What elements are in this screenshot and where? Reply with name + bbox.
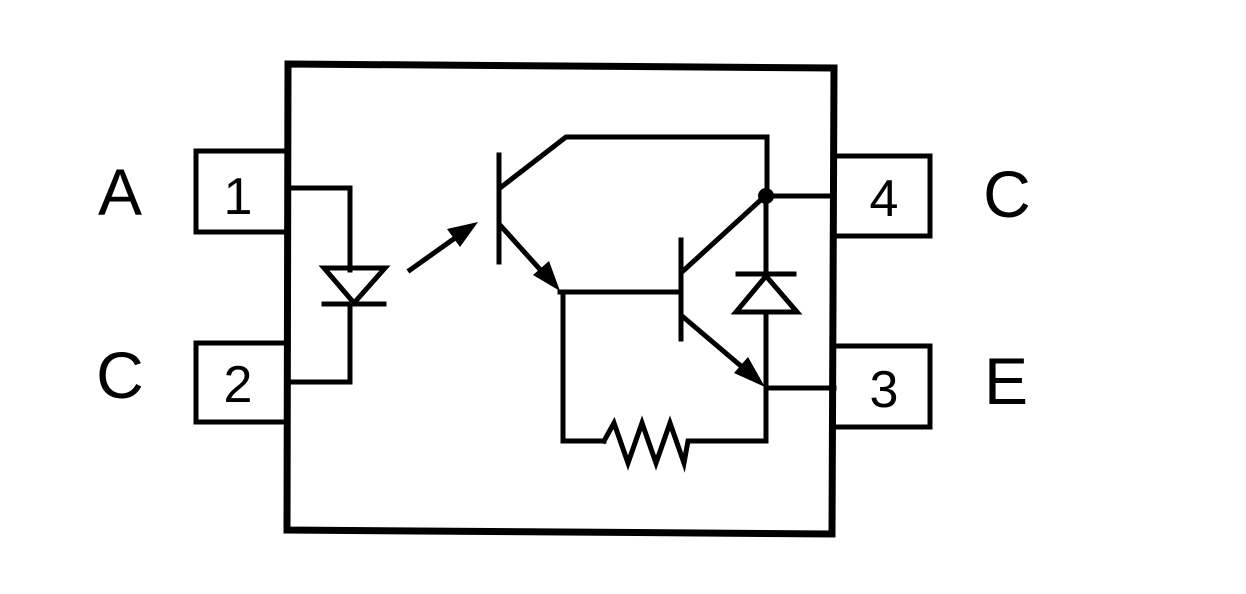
output-collector-wire bbox=[678, 192, 769, 276]
package-outline bbox=[283, 60, 838, 538]
led-diode-symbol bbox=[318, 265, 391, 307]
pin-2-box bbox=[193, 340, 288, 425]
protection-diode-symbol bbox=[730, 271, 803, 315]
emitter-label: E bbox=[984, 344, 1028, 418]
pin-1-number: 1 bbox=[224, 168, 253, 226]
pin-1-box bbox=[193, 148, 288, 235]
phototransistor-emitter bbox=[496, 221, 560, 291]
phototransistor-collector-wire bbox=[496, 134, 770, 199]
pin-3-number: 3 bbox=[870, 361, 899, 419]
anode-label: A bbox=[98, 155, 142, 229]
resistor-symbol bbox=[600, 415, 769, 473]
collector-label: C bbox=[983, 157, 1031, 231]
led-cathode-wire bbox=[287, 302, 353, 385]
light-emission-arrow bbox=[406, 222, 478, 274]
led-anode-wire bbox=[287, 185, 353, 273]
pin-3-box bbox=[833, 343, 933, 430]
pin-4-number: 4 bbox=[870, 170, 899, 228]
output-emitter bbox=[678, 312, 765, 387]
resistor-left-wire bbox=[560, 289, 607, 444]
pin-2-number: 2 bbox=[224, 356, 253, 414]
pin-4-box bbox=[833, 153, 933, 239]
cathode-label: C bbox=[96, 338, 144, 412]
